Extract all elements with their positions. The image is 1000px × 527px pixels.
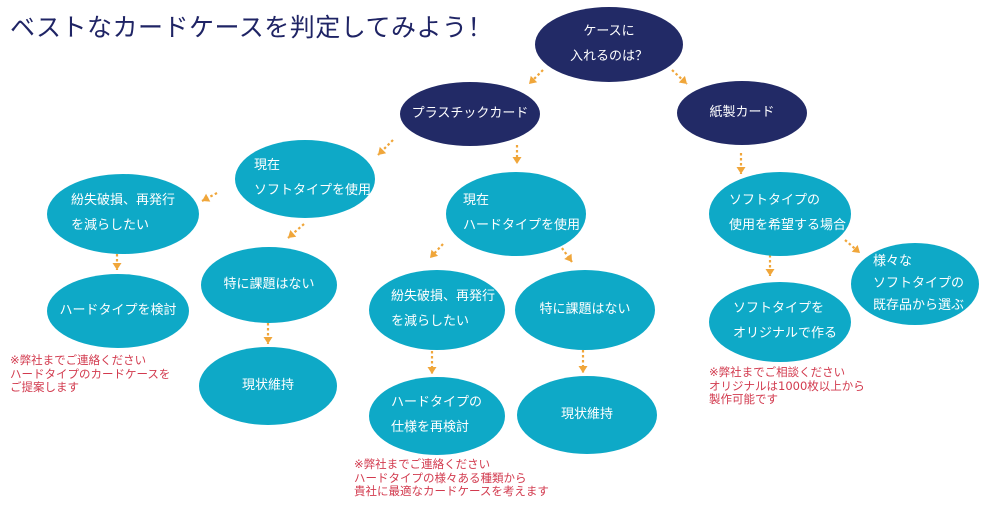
arrow-head [512,157,522,164]
node-keep-left: 現状維持 [199,347,337,425]
arrow-head [112,263,122,270]
node-label-line: 使用を希望する場合 [729,218,847,233]
arrow-line [377,139,394,156]
arrow-head [578,366,588,373]
node-label-line: ソフトタイプを [733,301,825,317]
note-line: ※弊社までご連絡ください [354,457,491,471]
arrow-head [378,146,387,155]
node-label-line: 現状維持 [241,377,294,393]
node-stock-soft: 様々なソフトタイプの既存品から選ぶ [851,243,979,325]
node-hard-current: 現在ハードタイプを使用 [446,172,586,256]
arrow-head [427,367,437,374]
node-soft-current: 現在ソフトタイプを使用 [235,140,375,218]
node-label-line: を減らしたい [71,218,150,233]
arrow-line [558,243,573,263]
node-original-soft: ソフトタイプをオリジナルで作る [709,282,851,362]
arrow-line [287,223,305,239]
node-loss-left: 紛失破損、再発行を減らしたい [47,174,199,254]
arrow-head [765,269,775,276]
arrow-head [430,249,439,258]
note-right: ※弊社までご相談くださいオリジナルは1000枚以上から製作可能です [709,365,865,407]
node-label-line: 仕様を再検討 [391,420,470,435]
node-label-line: プラスチックカード [411,105,529,121]
node-label-line: 紛失破損、再発行 [391,289,496,305]
node-reconsider-hard: ハードタイプの仕様を再検討 [369,377,505,455]
note-line: ※弊社までご連絡ください [10,353,147,367]
node-consider-hard: ハードタイプを検討 [47,274,189,348]
node-label-line: 紙製カード [709,104,775,120]
node-paper-card: 紙製カード [677,81,807,145]
node-root: ケースに入れるのは？ [535,7,683,82]
node-label-line: ハードタイプの [391,395,483,411]
node-label-line: を減らしたい [391,314,470,329]
node-no-issue-left: 特に課題はない [201,247,337,323]
node-label-line: ソフトタイプの [729,193,821,209]
node-loss-mid: 紛失破損、再発行を減らしたい [369,270,505,350]
note-line: ※弊社までご相談ください [709,365,846,379]
node-label-line: 現在 [254,158,281,174]
node-label-line: ソフトタイプを使用 [254,183,372,198]
page-title: ベストなカードケースを判定してみよう！ [10,13,494,42]
note-line: オリジナルは1000枚以上から [709,378,865,393]
node-label-line: 入れるのは？ [569,48,648,64]
node-label-line: 特に課題はない [223,276,315,292]
arrow-head [263,337,273,344]
arrow-head [736,167,746,174]
note-line: ハードタイプの様々ある種類から [354,470,527,485]
node-label-line: ソフトタイプの [873,275,965,291]
node-label-line: ハードタイプを使用 [463,218,581,233]
arrow-head [288,230,297,238]
node-label-line: ハードタイプを検討 [59,302,177,318]
node-label-line: 様々な [873,253,913,269]
note-line: ご提案します [10,380,79,395]
note-line: 貴社に最適なカードケースを考えます [354,484,549,499]
node-label-line: 現状維持 [560,406,613,422]
node-label-line: 特に課題はない [539,301,631,317]
node-label-line: ケースに [583,23,635,39]
node-label-line: 既存品から選ぶ [873,298,965,314]
node-label-line: オリジナルで作る [733,326,838,341]
node-label-line: 現在 [463,193,490,209]
node-keep-mid: 現状維持 [517,376,657,454]
arrow-head [202,193,211,202]
node-no-issue-mid: 特に課題はない [515,270,655,350]
node-want-soft: ソフトタイプの使用を希望する場合 [709,172,851,256]
arrow-head [564,253,572,262]
note-line: 製作可能です [709,392,778,407]
note-line: ハードタイプのカードケースを [10,366,171,381]
arrow-head [851,245,860,253]
node-plastic-card: プラスチックカード [400,82,540,146]
arrow-head [529,75,538,84]
note-left: ※弊社までご連絡くださいハードタイプのカードケースをご提案します [10,353,171,395]
note-mid: ※弊社までご連絡くださいハードタイプの様々ある種類から貴社に最適なカードケースを… [354,457,549,499]
node-label-line: 紛失破損、再発行 [71,193,176,209]
arrow-head [678,75,687,84]
